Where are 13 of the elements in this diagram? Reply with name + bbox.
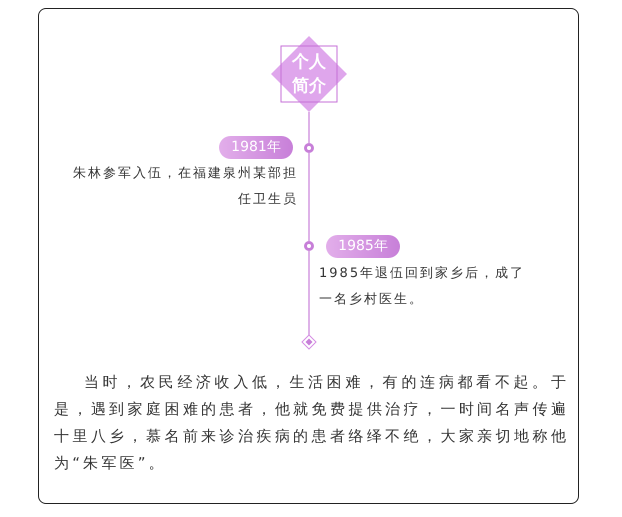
timeline-dot — [304, 241, 314, 251]
timeline-dot — [304, 143, 314, 153]
timeline-line — [308, 251, 310, 335]
body-paragraph: 当时，农民经济收入低，生活困难，有的连病都看不起。于是，遇到家庭困难的患者，他就免费提供治疗，一时间名声传遍十里八乡，慕名前来诊治疾病的患者络绎不绝，大家亲切地称他为“朱军医”。 — [54, 372, 569, 474]
timeline-line — [308, 112, 310, 143]
title-text: 个人简介 — [290, 51, 327, 98]
title-diamond — [271, 36, 347, 112]
timeline-line — [308, 153, 310, 241]
event-description: 1985年退伍回到家乡后，成了一名乡村医生。 — [319, 265, 526, 309]
end-diamond — [302, 335, 316, 349]
year-badge: 1981年 — [219, 136, 293, 159]
event-description: 朱林参军入伍，在福建泉州某部担任卫生员 — [72, 165, 298, 209]
year-badge: 1985年 — [326, 235, 400, 258]
